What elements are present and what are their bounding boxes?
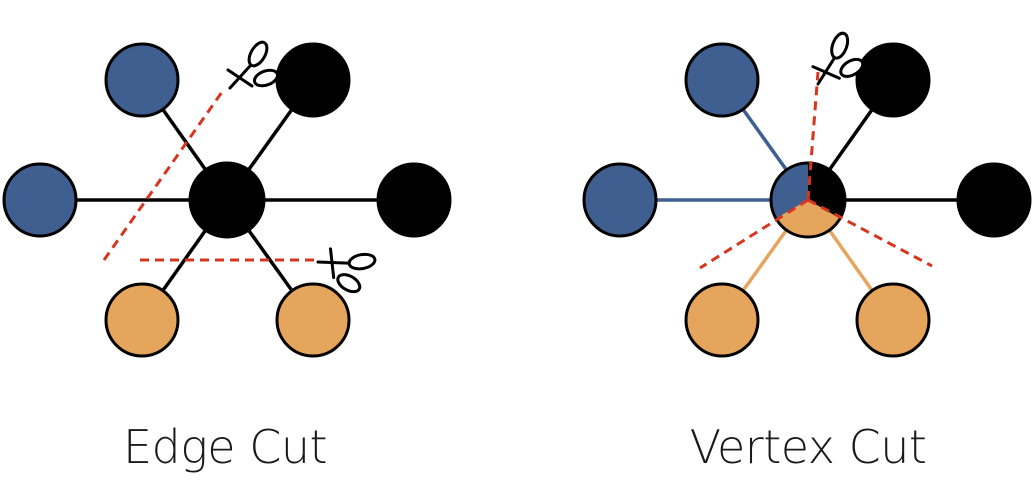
vertex-cut-panel <box>582 25 1032 358</box>
edge-cut-panel <box>2 37 452 358</box>
node-blue-left <box>2 162 78 238</box>
scissors-icon <box>226 37 282 91</box>
edge-cut-nodes <box>2 42 452 358</box>
node-center-black <box>188 161 266 239</box>
node-black-right <box>956 162 1032 238</box>
node-blue-left <box>582 162 658 238</box>
vertex-cut-line-up <box>806 71 820 201</box>
vertex-cut-line-right <box>807 198 933 268</box>
vertex-cut-caption: Vertex Cut <box>689 420 927 474</box>
node-orange-bottom-right <box>275 282 351 358</box>
edge-cut-line-diagonal <box>102 91 224 261</box>
node-orange-bottom-right <box>855 282 931 358</box>
vertex-cut-line-left <box>699 198 809 270</box>
node-blue-top-left <box>684 42 760 118</box>
node-orange-bottom-left <box>104 282 180 358</box>
node-black-top-right <box>275 42 351 118</box>
node-black-right <box>376 162 452 238</box>
node-center-split <box>769 161 847 239</box>
node-black-top-right <box>855 42 931 118</box>
edge-cut-caption: Edge Cut <box>122 420 328 474</box>
vertex-cut-nodes <box>582 42 1032 358</box>
center-sector-orange <box>776 200 840 237</box>
node-blue-top-left <box>104 42 180 118</box>
node-orange-bottom-left <box>684 282 760 358</box>
